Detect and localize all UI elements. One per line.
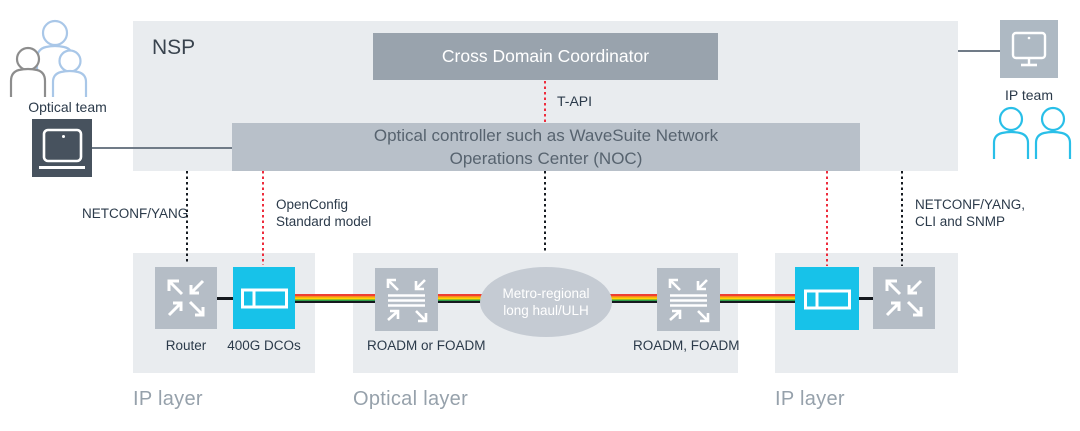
dco-left-label: 400G DCOs: [227, 338, 301, 353]
router-right: [873, 267, 935, 329]
cross-domain-coordinator-label: Cross Domain Coordinator: [441, 46, 650, 66]
ip-layer-left-label: IP layer: [133, 388, 203, 410]
netconf-right-dotted-link: [901, 171, 903, 266]
netconf-left-label: NETCONF/YANG: [82, 206, 189, 221]
optical-controller-line1: Optical controller such as WaveSuite Net…: [373, 126, 719, 145]
ip-layer-right-label: IP layer: [775, 388, 845, 410]
netconf-left-dotted-link: [186, 171, 188, 264]
roadm-right: [657, 268, 720, 331]
tapi-dotted-link: [544, 81, 546, 122]
nsp-label: NSP: [152, 36, 196, 59]
netconf-right-label-line1: NETCONF/YANG,: [915, 197, 1026, 212]
dco-module-icon: [804, 289, 851, 309]
link-nsp-ipteam: [958, 50, 1000, 52]
openconfig-label-line1: OpenConfig: [276, 197, 349, 212]
controller-optical-dotted-link: [544, 171, 546, 252]
metro-network-ellipse: Metro-regional long haul/ULH: [480, 267, 612, 337]
ip-team-label: IP team: [1005, 87, 1053, 103]
openconfig-right-dotted-link: [826, 171, 828, 266]
roadm-left-label: ROADM or FOADM: [367, 338, 486, 353]
ip-team-workstation: [1000, 20, 1058, 78]
laptop-icon: [39, 128, 85, 169]
openconfig-label: OpenConfig Standard model: [276, 196, 371, 230]
roadm-icon: [386, 278, 428, 323]
router-icon: [885, 279, 923, 317]
router-dco-link-right: [859, 297, 873, 300]
router-icon: [167, 279, 205, 317]
router-left-label: Router: [165, 338, 207, 353]
optical-team-workstation: [32, 119, 92, 177]
optical-layer-label: Optical layer: [353, 388, 469, 410]
router-left: [155, 267, 217, 329]
people-pair-icon: [992, 106, 1072, 159]
link-laptop-controller: [92, 147, 232, 149]
router-dco-link-left: [216, 297, 234, 300]
dco-right: [795, 267, 859, 330]
metro-label-line2: long haul/ULH: [503, 303, 589, 318]
netconf-right-label-line2: CLI and SNMP: [915, 214, 1006, 229]
optical-controller-line2: Operations Center (NOC): [449, 149, 643, 168]
openconfig-label-line2: Standard model: [276, 214, 372, 229]
dco-module-icon: [241, 288, 288, 309]
roadm-icon: [668, 278, 710, 323]
optical-team-label: Optical team: [28, 99, 107, 115]
tapi-label: T-API: [557, 93, 593, 109]
optical-controller-box: Optical controller such as WaveSuite Net…: [232, 123, 860, 171]
roadm-right-label: ROADM, FOADM: [633, 338, 740, 353]
openconfig-dotted-link: [262, 171, 264, 265]
cross-domain-coordinator-box: Cross Domain Coordinator: [373, 33, 718, 80]
people-group-icon: [9, 19, 88, 97]
monitor-icon: [1011, 31, 1047, 67]
dco-left: [233, 267, 295, 329]
metro-label-line1: Metro-regional: [502, 286, 590, 301]
roadm-left: [375, 268, 438, 331]
netconf-right-label: NETCONF/YANG, CLI and SNMP: [915, 196, 1025, 230]
